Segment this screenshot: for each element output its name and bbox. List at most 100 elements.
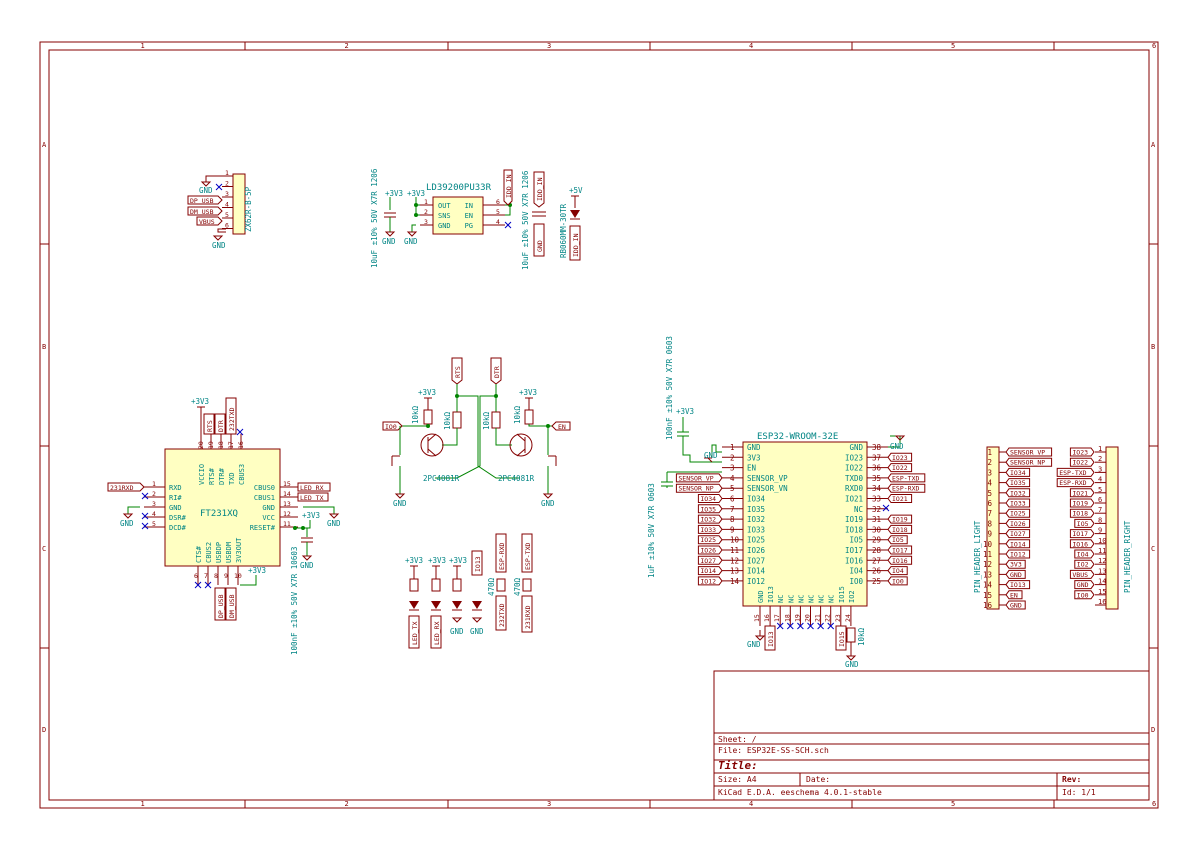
header-left-label-15: EN xyxy=(1005,590,1023,600)
header-left-label-10: IO14 xyxy=(1005,539,1031,549)
frame-row-left-C: C xyxy=(42,545,46,553)
esp32-label-left-9-text: IO33 xyxy=(700,526,716,534)
title-id: Id: 1/1 xyxy=(1062,788,1096,797)
led-r2: 470Ω xyxy=(513,577,522,596)
header-left-label-1: SENSOR_VP xyxy=(1005,447,1053,457)
svg-text:232TXD: 232TXD xyxy=(228,407,236,431)
title-sheet: Sheet: / xyxy=(718,735,757,744)
header-left-label-6-text: IO33 xyxy=(1010,500,1026,508)
header-left-label-3: IO34 xyxy=(1005,467,1031,477)
ftdi-vcc-text: +3V3 xyxy=(191,397,209,406)
frame-col-top-5: 5 xyxy=(951,42,955,50)
esp32-pin-name-8: IO32 xyxy=(747,515,765,524)
reset-r4: 10kΩ xyxy=(513,405,522,424)
usb-gnd-text: GND xyxy=(199,186,213,195)
reg-pin-num-5: 5 xyxy=(496,208,500,216)
svg-text:LED_TX: LED_TX xyxy=(411,621,419,645)
header-right-pin-7: 7 xyxy=(1098,506,1102,514)
header-left-label-7: IO25 xyxy=(1005,508,1031,518)
reset-power-left: +3V3 xyxy=(418,388,436,397)
esp32-label-right-34-text: ESP-RXD xyxy=(892,485,919,493)
header-left-pin-8: 8 xyxy=(987,519,992,528)
ftdi-label-dm: DM_USB xyxy=(225,587,237,621)
reset-r2: 10kΩ xyxy=(443,411,452,430)
frame-row-left-B: B xyxy=(42,343,46,351)
esp32-label-right-25-text: IO0 xyxy=(892,577,904,585)
svg-text:DTR: DTR xyxy=(493,366,501,378)
reset-label-dtr: DTR xyxy=(490,357,502,385)
esp32-pin-name-38: GND xyxy=(849,443,863,452)
title-label: Title: xyxy=(718,759,758,772)
esp32-pin-num-22: 22 xyxy=(824,614,832,622)
header-left-label-14-text: IO13 xyxy=(1010,581,1026,589)
frame-row-left-A: A xyxy=(42,141,47,149)
led-label-led-rx: LED_RX xyxy=(430,615,442,649)
svg-text:RTS: RTS xyxy=(454,366,462,378)
ftdi-pin-name-1: RXD xyxy=(169,484,182,492)
header-left-pin-11: 11 xyxy=(983,550,992,559)
reg-pin-name-4: PG xyxy=(465,222,473,230)
esp32-label-right-35: ESP-TXD xyxy=(887,473,926,483)
usb-label-dp: DP_USB xyxy=(187,195,223,205)
esp32-pin-num-18: 18 xyxy=(783,614,791,622)
header-right-label-1: IO23 xyxy=(1069,447,1095,457)
header-left-label-4: IO35 xyxy=(1005,478,1031,487)
svg-text:ESP-TXD: ESP-TXD xyxy=(524,543,532,570)
ftdi-pin-num-11: 11 xyxy=(283,520,291,528)
svg-text:DM_USB: DM_USB xyxy=(190,208,214,216)
esp32-label-right-30: IO18 xyxy=(887,524,913,534)
frame-row-right-B: B xyxy=(1151,343,1155,351)
esp32-pin-name-5: SENSOR_VN xyxy=(747,484,788,493)
header-left-pin-16: 16 xyxy=(983,601,993,610)
esp32-label-left-10-text: IO25 xyxy=(700,536,716,544)
header-right-pin-8: 8 xyxy=(1098,516,1102,524)
header-left-pin-9: 9 xyxy=(987,530,992,539)
svg-text:RTS: RTS xyxy=(206,420,214,432)
esp32-pin-name-b-20: NC xyxy=(808,595,816,603)
esp32-pin-num-17: 17 xyxy=(773,614,781,622)
esp32-pin-num-11: 11 xyxy=(730,546,739,555)
svg-text:VBUS: VBUS xyxy=(199,218,215,226)
header-right-label-9-text: IO17 xyxy=(1072,530,1088,538)
ftdi-label-dp: DP_USB xyxy=(214,587,226,621)
ftdi-pin-num-10: 10 xyxy=(234,572,242,580)
esp32-pin-name-b-23: IO15 xyxy=(838,586,846,603)
header-right-pin-2: 2 xyxy=(1098,455,1102,463)
esp32-pin-name-12: IO27 xyxy=(747,556,765,565)
header-right-label-2: IO22 xyxy=(1069,457,1095,467)
ftdi-pin-num-12: 12 xyxy=(283,510,291,518)
svg-text:EN: EN xyxy=(558,423,566,431)
svg-text:IDD_IN: IDD_IN xyxy=(536,177,544,201)
frame-col-bottom-3: 3 xyxy=(547,800,551,808)
reset-circuit: RTS DTR 10kΩ 10kΩ +3V3 10kΩ IO0 xyxy=(382,357,571,508)
header-left-pin-4: 4 xyxy=(987,479,992,488)
esp32-gnd-left: GND xyxy=(704,451,718,460)
esp32-label-io15: IO15 xyxy=(835,625,847,651)
reg-diode-name: RB060MM-30TR xyxy=(559,203,568,258)
esp32-pin-name-34: RXD0 xyxy=(845,484,864,493)
title-block: Sheet: / File: ESP32E-SS-SCH.sch Title: … xyxy=(713,670,1150,801)
header-left-pin-15: 15 xyxy=(983,591,992,600)
header-left-label-16-text: GND xyxy=(1010,602,1022,610)
esp32-pin-num-33: 33 xyxy=(872,495,881,504)
header-left-label-10-text: IO14 xyxy=(1010,540,1026,548)
usb-label-vbus: VBUS xyxy=(196,216,223,226)
esp32-label-right-29-text: IO5 xyxy=(892,536,904,544)
header-right-label-13: VBUS xyxy=(1069,569,1095,579)
header-left-label-12: 3V3 xyxy=(1005,559,1026,569)
esp32-label-right-26-text: IO4 xyxy=(892,567,904,575)
ftdi-pin-num-14: 14 xyxy=(283,490,291,498)
reg-pin-num-2: 2 xyxy=(424,208,428,216)
header-left-label-7-text: IO25 xyxy=(1010,510,1026,518)
header-left-label-6: IO33 xyxy=(1005,498,1031,508)
reset-gnd-right: GND xyxy=(541,499,555,508)
header-right-pin-9: 9 xyxy=(1098,527,1102,535)
reg-cap-left: 10uF ±10% 50V X7R 1206 xyxy=(370,168,379,268)
title-size: Size: A4 xyxy=(718,775,757,784)
ftdi-pin-name-5: DCD# xyxy=(169,524,187,532)
header-right-pin-5: 5 xyxy=(1098,486,1102,494)
ftdi-label-led-rx: LED_RX xyxy=(297,482,331,492)
reg-label-idd-in-2: IDD_IN xyxy=(533,171,545,208)
